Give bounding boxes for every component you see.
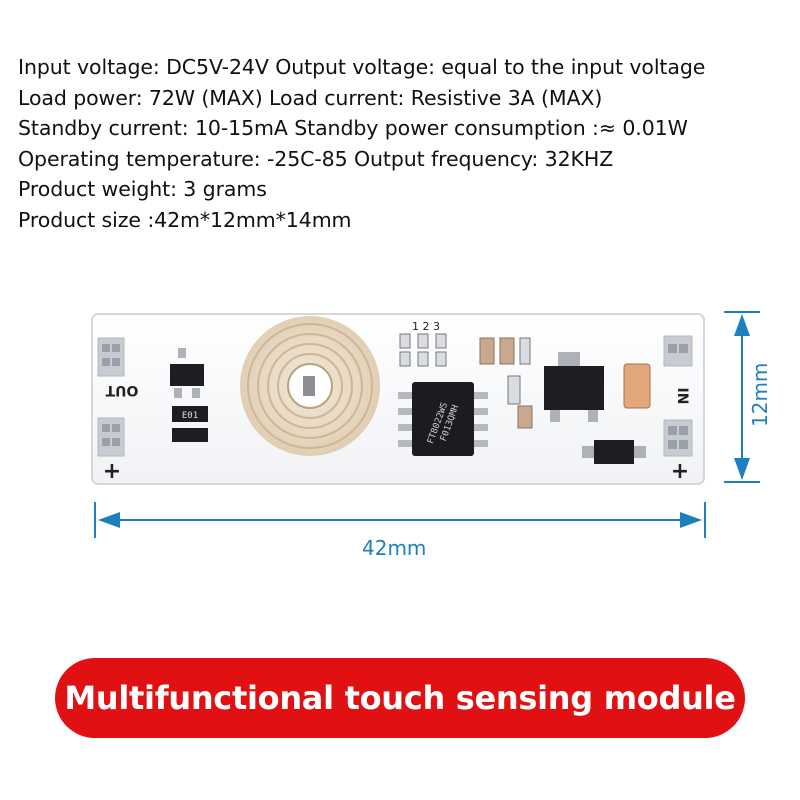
resistor-label: E01 — [182, 411, 198, 421]
spec-operating-temperature: Operating temperature: -25C-85 Output fr… — [18, 146, 614, 171]
mosfet-chip — [544, 352, 604, 422]
pcb-board-image: OUT + E01 1 2 3 — [91, 313, 705, 485]
led-icon — [303, 376, 315, 396]
in-plus-label: + — [671, 459, 689, 484]
spec-input-voltage: Input voltage: DC5V-24V Output voltage: … — [18, 55, 706, 79]
output-pads — [97, 337, 125, 457]
out-label: OUT — [105, 382, 138, 398]
spec-standby-current: Standby current: 10-15mA Standby power c… — [18, 116, 688, 140]
main-ic-chip: FT8022WS F013QMH — [398, 382, 488, 456]
banner-text: Multifunctional touch sensing module — [64, 679, 736, 717]
width-dimension-arrow — [94, 502, 706, 538]
spec-list: Input voltage: DC5V-24V Output voltage: … — [18, 52, 705, 235]
input-pads — [663, 335, 693, 457]
smd-resistors — [399, 333, 447, 367]
out-plus-label: + — [103, 459, 121, 484]
touch-coil — [240, 316, 380, 456]
height-dimension-arrow — [724, 311, 760, 483]
height-label: 12mm — [748, 362, 772, 427]
spec-load-power: Load power: 72W (MAX) Load current: Resi… — [18, 85, 603, 110]
transistor-chip — [170, 348, 204, 398]
capacitor-orange — [623, 363, 651, 409]
capacitors — [479, 337, 533, 429]
diode — [582, 440, 646, 464]
title-banner: Multifunctional touch sensing module — [55, 658, 745, 738]
spec-product-weight: Product weight: 3 grams — [18, 177, 267, 201]
in-label: IN — [674, 388, 690, 405]
width-label: 42mm — [362, 536, 427, 560]
spec-product-size: Product size :42m*12mm*14mm — [18, 207, 352, 232]
resistor: E01 — [172, 406, 208, 442]
pin-marks: 1 2 3 — [412, 320, 440, 333]
